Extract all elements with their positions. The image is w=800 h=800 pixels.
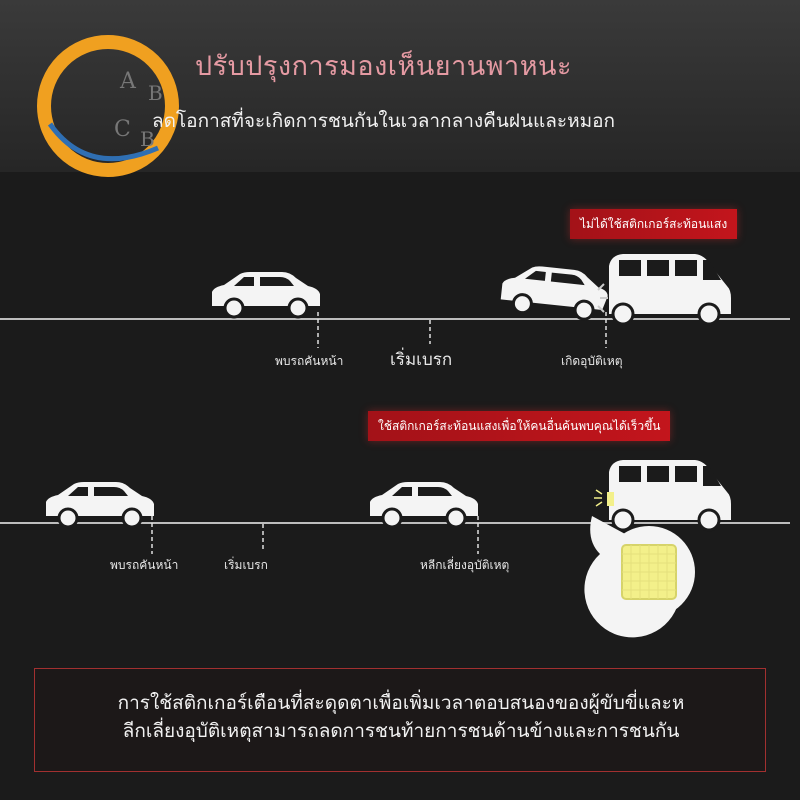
- car-icon: [46, 482, 154, 529]
- info-banner-with: ใช้สติกเกอร์สะท้อนแสงเพื่อให้คนอื่นค้นพบ…: [368, 411, 671, 441]
- crash-spark-icon: [597, 283, 608, 313]
- logo-ring-icon: [37, 35, 179, 177]
- summary-box: การใช้สติกเกอร์เตือนที่สะดุดตาเพื่อเพิ่ม…: [34, 668, 766, 772]
- label-see-car-1: พบรถคันหน้า: [275, 354, 344, 368]
- warning-banner-without: ไม่ได้ใช้สติกเกอร์สะท้อนแสง: [570, 209, 738, 239]
- label-avoid-accident: หลีกเลี่ยงอุบัติเหตุ: [420, 558, 510, 572]
- crashing-car-icon: [500, 266, 608, 321]
- scenario-with-diagram: [0, 460, 790, 638]
- logo-letter-b2: B: [140, 127, 155, 151]
- summary-line-2: ลีกเลี่ยงอุบัติเหตุสามารถลดการชนท้ายการช…: [122, 720, 680, 742]
- scenario-without-diagram: [0, 254, 790, 348]
- van-icon: [609, 254, 731, 326]
- page-subtitle: ลดโอกาสที่จะเกิดการชนกันในเวลากลางคืนฝนแ…: [152, 110, 616, 132]
- car-icon: [212, 272, 320, 319]
- logo-letter-b1: B: [148, 81, 163, 105]
- brand-logo: A B C B: [37, 35, 179, 177]
- logo-swoosh-icon: [47, 122, 159, 162]
- label-accident: เกิดอุบัติเหตุ: [561, 354, 623, 368]
- label-start-brake-1: เริ่มเบรก: [390, 350, 453, 370]
- summary-line-1: การใช้สติกเกอร์เตือนที่สะดุดตาเพื่อเพิ่ม…: [117, 692, 685, 714]
- label-see-car-2: พบรถคันหน้า: [110, 558, 179, 572]
- label-start-brake-2: เริ่มเบรก: [224, 558, 268, 572]
- header-band: [0, 0, 800, 172]
- page-title: ปรับปรุงการมองเห็นยานพาหนะ: [195, 51, 572, 82]
- glow-rays-icon: [594, 489, 603, 507]
- van-icon: [607, 460, 731, 532]
- summary-text: การใช้สติกเกอร์เตือนที่สะดุดตาเพื่อเพิ่ม…: [35, 689, 767, 745]
- logo-letter-c: C: [114, 117, 131, 142]
- car-icon: [370, 482, 478, 529]
- logo-letter-a: A: [119, 69, 137, 94]
